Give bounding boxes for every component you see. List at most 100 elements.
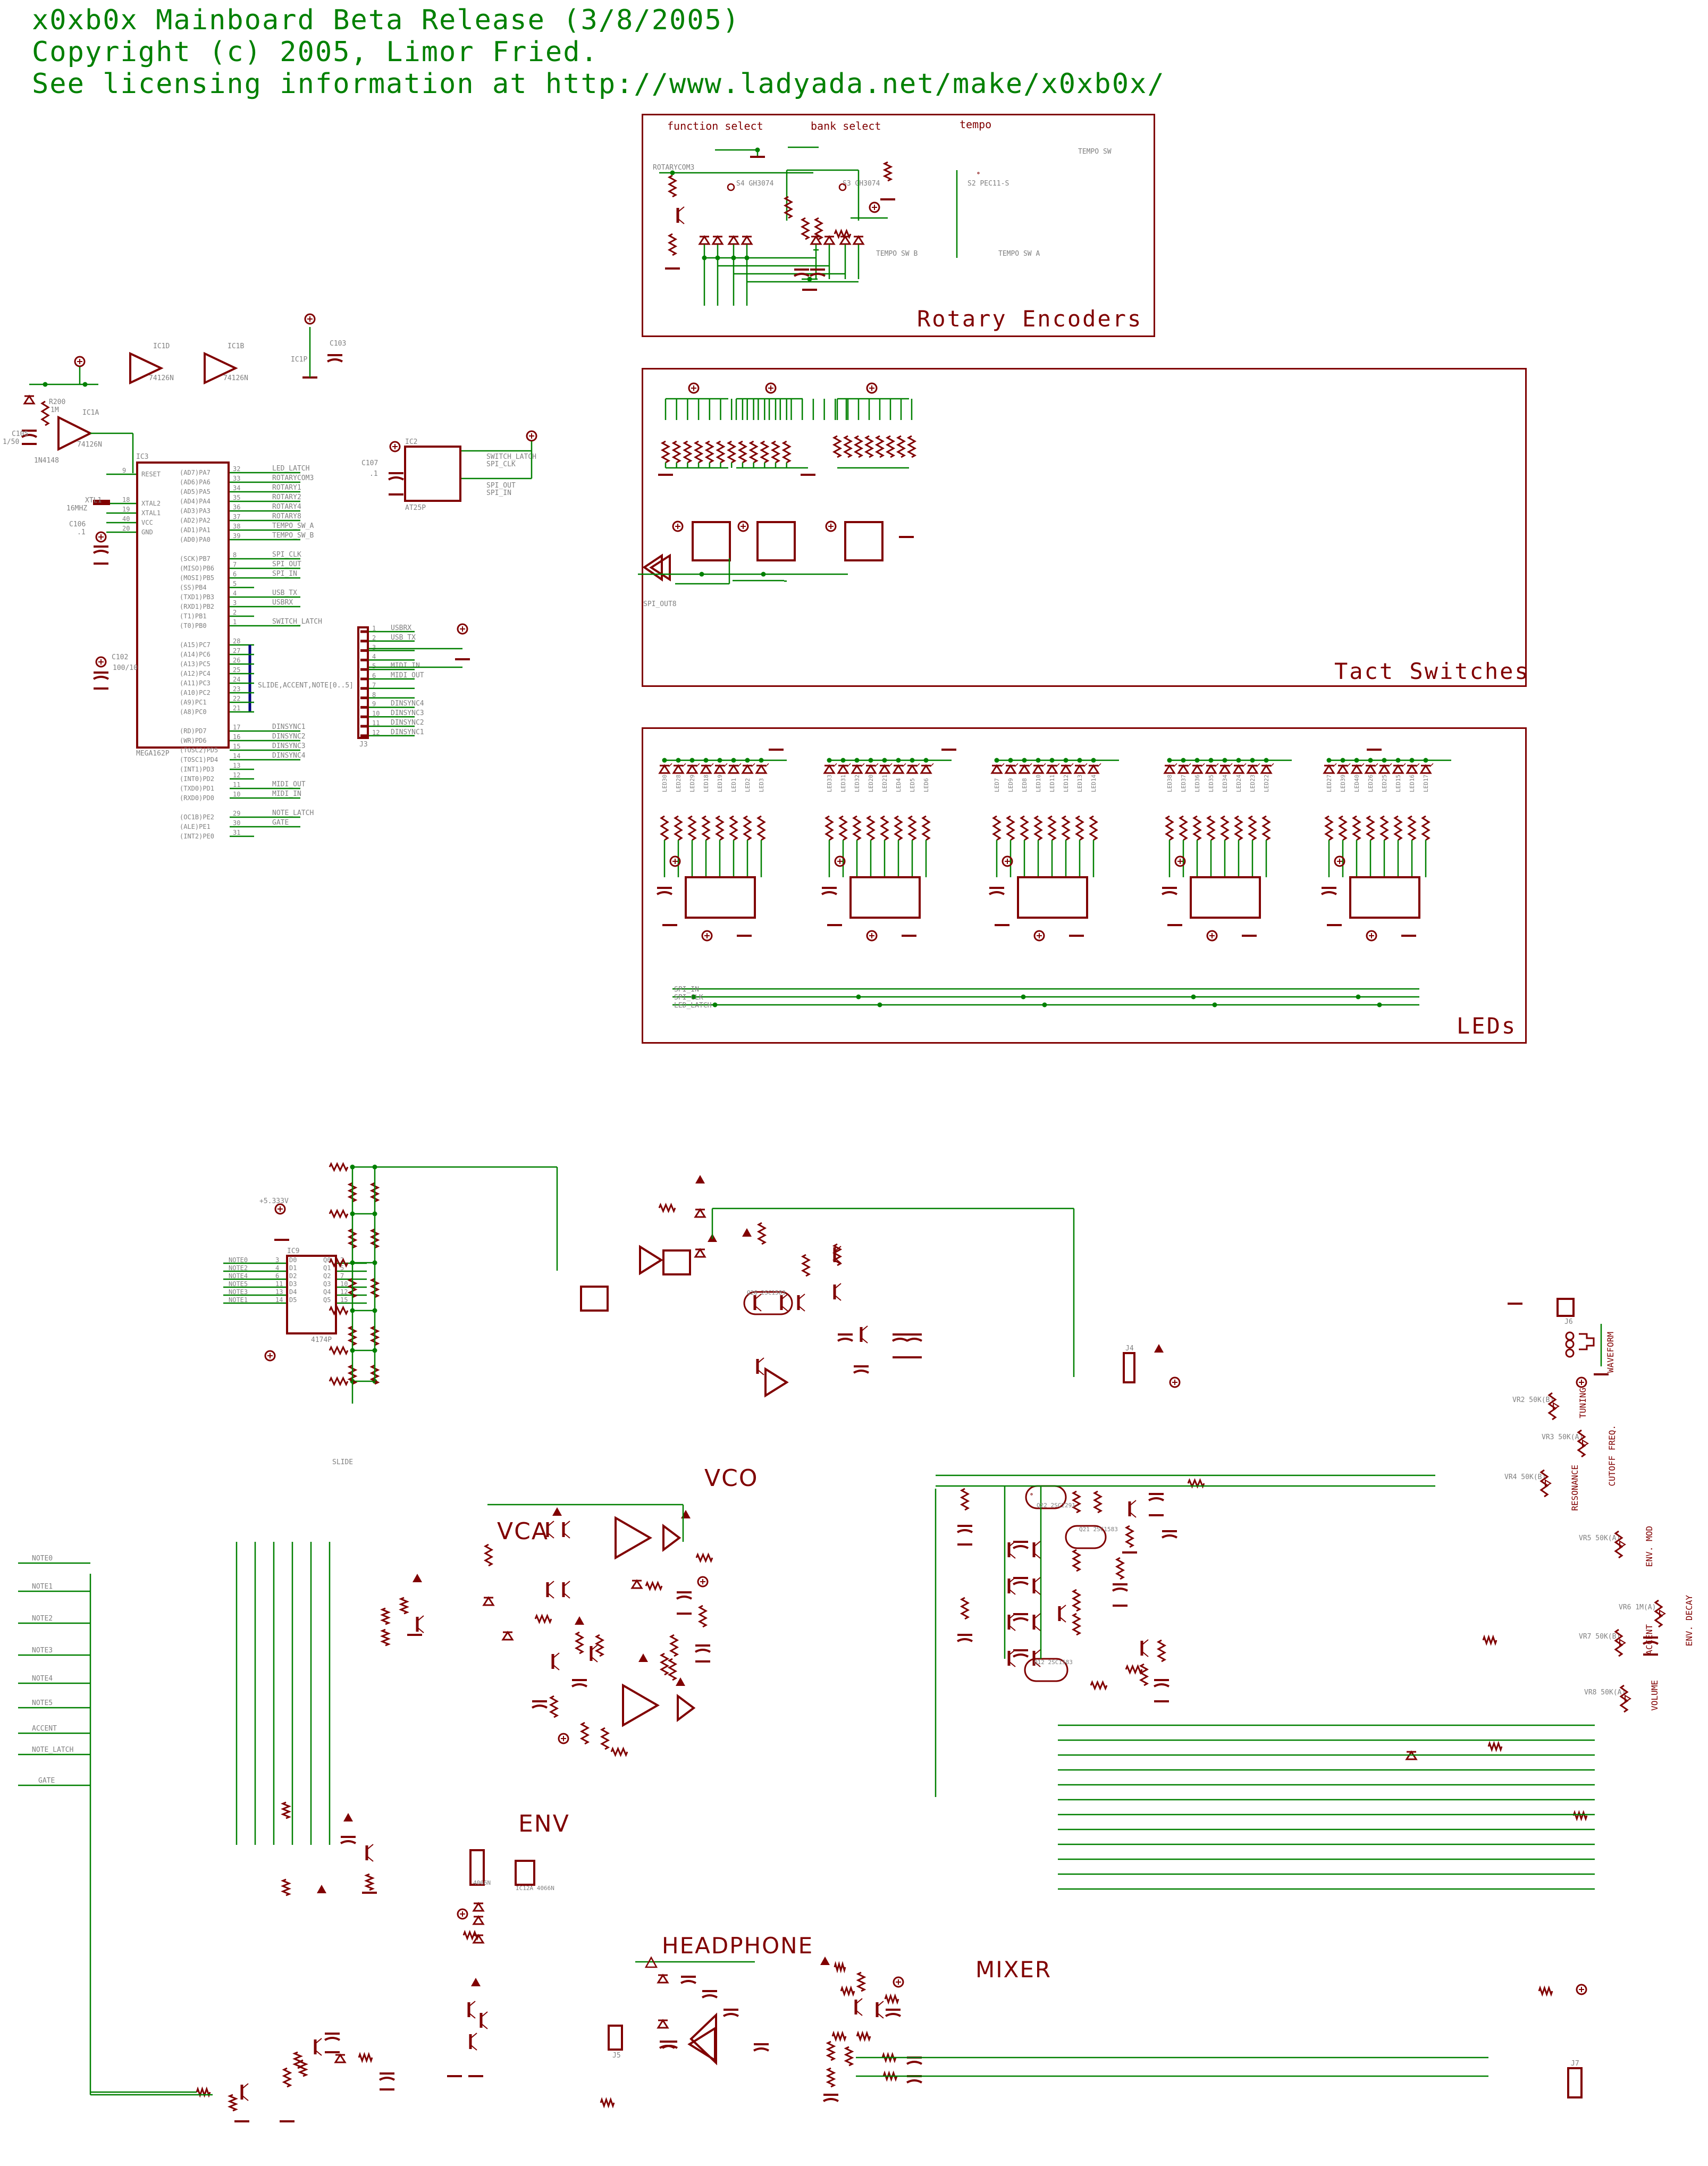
- led-ref-label: LED17: [1423, 775, 1429, 792]
- mcu-right-pin-num: 21: [233, 704, 241, 712]
- mcu-net-label: DINSYNC4: [272, 752, 306, 760]
- resistor-symbol: [1572, 1810, 1588, 1821]
- resistor-symbol: [715, 815, 725, 841]
- capacitor-symbol: [93, 550, 109, 554]
- resistor-symbol: [1089, 815, 1098, 841]
- resistor-symbol: [687, 815, 697, 841]
- junction-dot: [1340, 758, 1345, 763]
- transistor-symbol: [1008, 1589, 1016, 1595]
- capacitor-symbol: [837, 1338, 853, 1342]
- resistor-symbol: [1165, 815, 1174, 841]
- resistor-symbol: [1654, 1599, 1663, 1628]
- power-symbol: [74, 356, 86, 367]
- junction-dot: [1194, 758, 1200, 763]
- led-ref-label: LED8: [1021, 778, 1028, 793]
- led-ref-label: LED10: [1035, 775, 1042, 792]
- ic-body: [469, 1849, 485, 1886]
- resistor-symbol: [1379, 815, 1389, 841]
- junction-dot: [662, 758, 667, 763]
- led-arrow: [1070, 763, 1074, 767]
- crystal-symbol: [93, 500, 110, 505]
- resistor-symbol: [380, 1628, 391, 1647]
- mcu-right-pin-num: 6: [233, 570, 237, 578]
- env-title: ENV: [518, 1810, 570, 1837]
- dac-q-pin: 12: [340, 1288, 348, 1296]
- resistor-symbol: [534, 1614, 552, 1624]
- capacitor-symbol: [989, 891, 1005, 895]
- resistor-symbol: [704, 440, 714, 464]
- led-ref-label: LED24: [1235, 775, 1242, 792]
- mcu-right-pin-name: (OC1B)PE2: [180, 813, 215, 821]
- junction-dot: [910, 758, 915, 763]
- mcu-right-pin-name: (T1)PB1: [180, 612, 207, 620]
- power-symbol: [95, 656, 107, 668]
- mcu-net-label: DINSYNC1: [272, 723, 306, 731]
- potentiometer-wiper: [1553, 1402, 1560, 1411]
- power-symbol: [672, 520, 684, 532]
- ic-body: [1349, 876, 1420, 919]
- junction-dot: [854, 758, 860, 763]
- junction-dot: [1326, 758, 1332, 763]
- resistor-symbol: [600, 2097, 615, 2109]
- diode-symbol: [1018, 764, 1031, 774]
- tact-switches-frame: [642, 368, 1527, 687]
- resistor-symbol: [1206, 815, 1216, 841]
- mcu-right-pin-num: 39: [233, 532, 241, 540]
- j3-pin-num: 1: [372, 625, 376, 632]
- mcu-right-pin-name: (AD7)PA7: [180, 469, 211, 476]
- junction-dot: [1091, 758, 1096, 763]
- j3-pin-num: 6: [372, 672, 376, 679]
- part-label: IC12A 4066N: [516, 1885, 554, 1892]
- led-arrow: [861, 763, 865, 767]
- led-arrow: [1333, 763, 1337, 767]
- dac-input-pin: 14: [275, 1296, 283, 1304]
- power-symbol: [765, 382, 777, 394]
- resistor-symbol: [329, 1376, 349, 1387]
- junction-dot: [1036, 758, 1041, 763]
- tact-switches-title: Tact Switches: [1334, 658, 1530, 684]
- mcu-right-pin-name: (TOSC2)PD5: [180, 746, 218, 754]
- supply-arrow-open: [644, 1956, 658, 1968]
- encoder-common: [838, 183, 847, 191]
- resistor-symbol: [1393, 815, 1403, 841]
- resistor-symbol: [1192, 815, 1202, 841]
- mcu-right-pin-num: 31: [233, 829, 241, 836]
- eeprom-net-so: SPI_OUT: [486, 482, 516, 490]
- transistor-symbol: [547, 1581, 554, 1587]
- supply-arrow: [575, 1616, 584, 1625]
- part-label: 1M: [51, 406, 59, 414]
- mcu-net-label: ROTARY4: [272, 503, 301, 511]
- diode-symbol: [1336, 764, 1349, 774]
- junction-dot: [807, 276, 812, 282]
- led-arrow: [902, 763, 906, 767]
- junction-dot: [691, 994, 696, 1000]
- potentiometer-wiper: [1619, 1540, 1626, 1549]
- dac-input-pin: 6: [275, 1272, 280, 1280]
- junction-dot: [877, 1002, 882, 1008]
- diode-symbol: [482, 1596, 495, 1606]
- mcu-right-pin-num: 14: [233, 752, 241, 760]
- led-ref-label: LED2: [744, 778, 751, 793]
- function-select-label: function select: [667, 120, 763, 132]
- diode-symbol: [920, 764, 932, 774]
- part-label: IC1P: [291, 356, 307, 364]
- resistor-symbol: [1324, 815, 1334, 841]
- transistor-symbol: [470, 2033, 477, 2039]
- power-symbol: [95, 531, 107, 543]
- pot-ref: VR7 50K(B): [1579, 1633, 1621, 1641]
- transistor-symbol: [1033, 1552, 1041, 1559]
- mcu-right-pin-name: (AD6)PA6: [180, 478, 211, 486]
- resistor-symbol: [683, 440, 693, 464]
- junction-dot: [1222, 758, 1227, 763]
- mcu-net-label: NOTE_LATCH: [272, 809, 314, 817]
- mcu-right-pin-num: 27: [233, 647, 241, 654]
- transistor-symbol: [834, 1257, 842, 1264]
- resistor-symbol: [756, 1222, 767, 1245]
- power-symbol: [701, 930, 713, 942]
- pot-ref: VR6 1M(A): [1619, 1603, 1656, 1611]
- resistor-symbol: [885, 435, 896, 458]
- copyright-line: Copyright (c) 2005, Limor Fried.: [32, 36, 599, 68]
- led-arrow: [888, 763, 893, 767]
- resistor-symbol: [701, 815, 711, 841]
- resistor-symbol: [674, 815, 683, 841]
